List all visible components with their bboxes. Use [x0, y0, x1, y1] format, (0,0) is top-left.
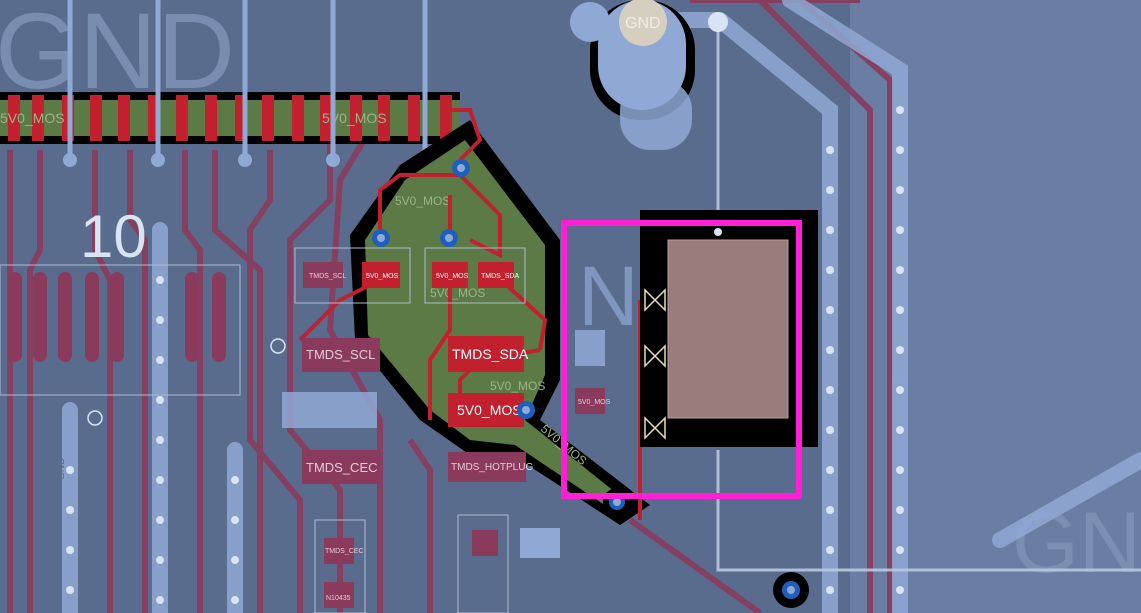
gnd-circle-label: GND	[625, 15, 661, 32]
pad-5v0-a-label: 5V0_MOS	[366, 273, 399, 280]
pour-5v0[interactable]	[350, 120, 650, 525]
gnd-big-right-label: GN	[1012, 495, 1141, 591]
pad-tmds-hotplug-label: TMDS_HOTPLUG	[451, 462, 533, 473]
lower-components	[87, 330, 605, 613]
pad-tmds-scl-small[interactable]	[303, 262, 343, 288]
board-outline-lines	[716, 20, 1141, 572]
ten-label: 10	[80, 203, 147, 270]
pad-tmds-sda[interactable]	[448, 336, 524, 372]
large-component[interactable]	[640, 210, 818, 447]
bowtie-markers	[644, 288, 666, 440]
pad-5v0-mos-label: 5V0_MOS	[457, 402, 522, 418]
bottom-traces	[7, 0, 893, 613]
pad-5v0-mos[interactable]	[448, 393, 524, 427]
pour-5v0-label-mid: 5V0_MOS	[430, 286, 485, 300]
pad-5v0-a[interactable]	[362, 262, 400, 288]
big-n-label: N	[578, 249, 639, 343]
pad-group-small	[294, 247, 526, 304]
pad-tmds-scl-label: TMDS_SCL	[306, 347, 375, 362]
selection-highlight-box[interactable]	[561, 220, 802, 499]
bus-stubs	[67, 0, 428, 160]
pad-tmds-sda-small[interactable]	[478, 262, 514, 288]
gnd-track-vias	[66, 106, 904, 604]
pad-tmds-sda-small-label: TMDS_SDA	[481, 273, 519, 280]
bus-5v0-label-b: 5V0_MOS	[322, 110, 387, 126]
pad-tmds-sda-label: TMDS_SDA	[452, 346, 529, 362]
pad-tmds-cec-label: TMDS_CEC	[306, 460, 378, 475]
pad-5v0-b-label: 5V0_MOS	[436, 273, 469, 280]
pad-n10435-label: N10435	[326, 595, 351, 602]
bus-5v0-label-a: 5V0_MOS	[0, 110, 65, 126]
gnd-mount-pad[interactable]	[570, 0, 728, 150]
gnd-track-text: GND	[56, 458, 67, 480]
pad-5v0-small-right-label: 5V0_MOS	[578, 399, 611, 406]
pad-tmds-cec-small-label: TMDS_CEC	[325, 548, 364, 555]
connector-pins	[0, 264, 241, 396]
pour-5v0-label-low: 5V0_MOS	[490, 379, 545, 393]
pad-5v0-b[interactable]	[432, 262, 468, 288]
bus-5v0[interactable]: 5V0_MOS 5V0_MOS	[0, 92, 460, 144]
pour-5v0-label-top: 5V0_MOS	[395, 194, 450, 208]
pad-tmds-scl[interactable]	[302, 338, 380, 372]
pad-tmds-hotplug[interactable]	[448, 452, 526, 482]
pad-tmds-scl-small-label: TMDS_SCL	[309, 273, 346, 280]
pad-tmds-cec[interactable]	[302, 450, 380, 484]
